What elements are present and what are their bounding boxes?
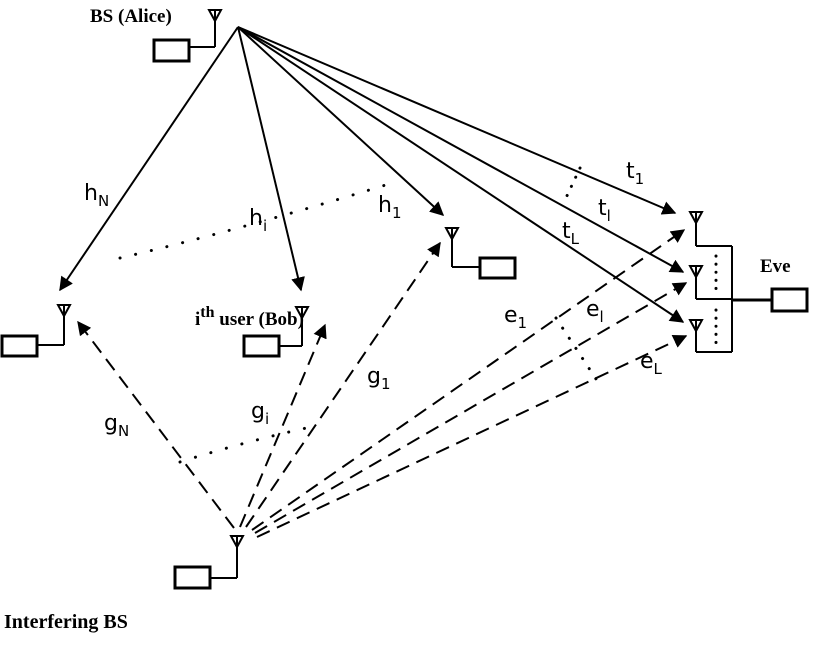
label-hi: hi <box>249 206 267 235</box>
user-1-node <box>444 227 517 280</box>
antenna-icon <box>688 211 732 247</box>
transmitter-box <box>173 565 212 590</box>
eve-node <box>688 211 809 353</box>
alice-node <box>152 9 223 63</box>
label-hN: hN <box>84 181 109 210</box>
receiver-box <box>0 334 39 358</box>
label-eL: eL <box>640 349 663 378</box>
antenna-icon <box>279 306 310 347</box>
link-hN <box>59 26 239 292</box>
receiver-box <box>478 256 517 280</box>
link-eL <box>256 335 688 538</box>
bob-label: ith user (Bob) <box>195 304 304 330</box>
bob-node <box>242 306 310 358</box>
interfering-bs-node <box>173 535 245 590</box>
antenna-icon <box>37 304 72 346</box>
antenna-icon <box>688 319 732 353</box>
link-el <box>254 282 688 534</box>
label-t1: t1 <box>626 159 644 188</box>
label-gN: gN <box>104 411 129 440</box>
label-tL: tL <box>562 219 580 248</box>
link-t1 <box>237 26 677 215</box>
eve-links-ellipsis-dashed <box>554 316 600 384</box>
alice-label: BS (Alice) <box>90 6 172 27</box>
receiver-box <box>770 287 809 313</box>
link-tL <box>237 26 685 323</box>
link-gi <box>239 323 327 528</box>
antenna-icon <box>688 265 732 300</box>
transmitter-box <box>152 38 191 63</box>
user-N-node <box>0 304 72 358</box>
antenna-icon <box>189 9 223 48</box>
link-hi <box>237 26 305 292</box>
antenna-icon <box>444 227 480 268</box>
interfering-bs-label: Interfering BS <box>4 611 128 633</box>
link-h1 <box>237 26 445 216</box>
alice-links <box>59 26 685 323</box>
users-ellipsis-bottom <box>178 423 322 464</box>
label-el: el <box>586 297 604 326</box>
link-gN <box>77 320 235 529</box>
link-tl <box>237 26 685 273</box>
users-ellipsis-top <box>118 181 394 260</box>
label-tl: tl <box>598 196 611 225</box>
eve-links-ellipsis-solid <box>563 166 582 202</box>
interference-links <box>77 229 688 538</box>
link-g1 <box>245 241 441 528</box>
label-e1: e1 <box>504 303 527 332</box>
link-e1 <box>251 229 686 531</box>
label-g1: g1 <box>367 364 391 393</box>
antenna-icon <box>210 535 245 579</box>
ellipsis-marks <box>118 166 600 464</box>
label-gi: gi <box>251 399 269 428</box>
receiver-box <box>242 334 281 358</box>
eve-label: Eve <box>760 256 791 277</box>
label-h1: h1 <box>378 193 402 222</box>
